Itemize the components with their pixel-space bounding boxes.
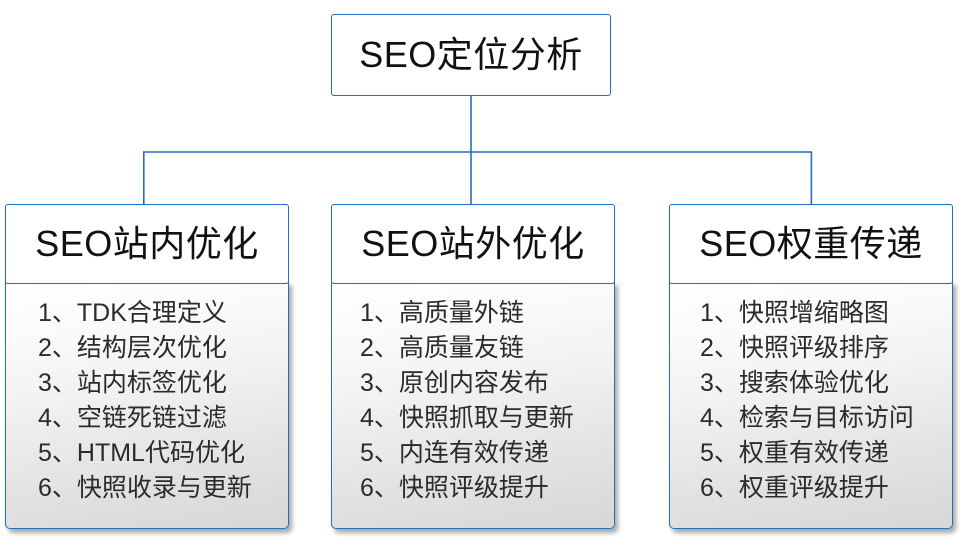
branch-header-label-1: SEO站内优化 (35, 223, 259, 264)
branch-header-2[interactable]: SEO站外优化 (331, 204, 615, 284)
list-item: 4、检索与目标访问 (700, 404, 914, 432)
list-item: 2、高质量友链 (360, 334, 524, 362)
branch-item-list-2: 1、高质量外链 2、高质量友链 3、原创内容发布 4、快照抓取与更新 5、内连有… (332, 296, 614, 506)
branch-column-1: SEO站内优化 1、TDK合理定义 2、结构层次优化 3、站内标签优化 4、空链… (5, 204, 289, 529)
list-item: 4、快照抓取与更新 (360, 404, 574, 432)
list-item: 1、快照增缩略图 (700, 299, 889, 327)
list-item: 3、搜索体验优化 (700, 369, 889, 397)
list-item: 2、结构层次优化 (38, 334, 227, 362)
branch-header-label-2: SEO站外优化 (361, 223, 585, 264)
list-item: 5、权重有效传递 (700, 439, 889, 467)
root-node-label: SEO定位分析 (359, 34, 583, 75)
branch-column-3: SEO权重传递 1、快照增缩略图 2、快照评级排序 3、搜索体验优化 4、检索与… (669, 204, 953, 529)
branch-item-list-3: 1、快照增缩略图 2、快照评级排序 3、搜索体验优化 4、检索与目标访问 5、权… (670, 296, 952, 506)
list-item: 6、快照评级提升 (360, 474, 549, 502)
list-item: 1、TDK合理定义 (38, 299, 227, 327)
list-item: 1、高质量外链 (360, 299, 524, 327)
list-item: 4、空链死链过滤 (38, 404, 227, 432)
list-item: 2、快照评级排序 (700, 334, 889, 362)
branch-header-3[interactable]: SEO权重传递 (669, 204, 953, 284)
branch-body-2: 1、高质量外链 2、高质量友链 3、原创内容发布 4、快照抓取与更新 5、内连有… (331, 281, 615, 529)
branch-header-1[interactable]: SEO站内优化 (5, 204, 289, 284)
list-item: 3、原创内容发布 (360, 369, 549, 397)
branch-item-list-1: 1、TDK合理定义 2、结构层次优化 3、站内标签优化 4、空链死链过滤 5、H… (6, 296, 288, 506)
branch-body-1: 1、TDK合理定义 2、结构层次优化 3、站内标签优化 4、空链死链过滤 5、H… (5, 281, 289, 529)
root-node[interactable]: SEO定位分析 (331, 14, 611, 96)
list-item: 5、HTML代码优化 (38, 439, 245, 467)
branch-column-2: SEO站外优化 1、高质量外链 2、高质量友链 3、原创内容发布 4、快照抓取与… (331, 204, 615, 529)
branch-body-3: 1、快照增缩略图 2、快照评级排序 3、搜索体验优化 4、检索与目标访问 5、权… (669, 281, 953, 529)
list-item: 3、站内标签优化 (38, 369, 227, 397)
list-item: 5、内连有效传递 (360, 439, 549, 467)
branch-header-label-3: SEO权重传递 (699, 223, 923, 264)
list-item: 6、权重评级提升 (700, 474, 889, 502)
list-item: 6、快照收录与更新 (38, 474, 252, 502)
